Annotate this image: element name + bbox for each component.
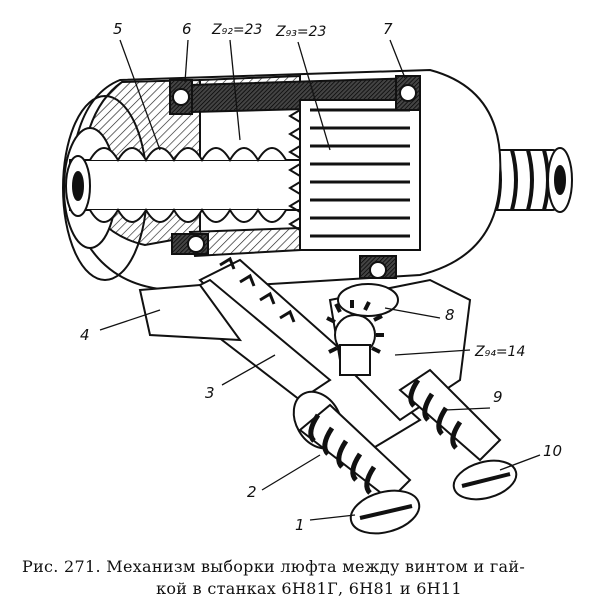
screw-head-10 xyxy=(452,459,518,501)
bearing-6 xyxy=(169,79,193,115)
leader-lines xyxy=(99,39,541,521)
label-4: 4 xyxy=(80,326,90,344)
bearing-lower-left xyxy=(171,233,209,255)
label-z94: Z₉₄=14 xyxy=(474,344,525,360)
label-5: 5 xyxy=(113,20,123,38)
label-z93: Z₉₃=23 xyxy=(275,24,326,40)
screw-right-end xyxy=(487,147,573,213)
label-9: 9 xyxy=(493,388,503,406)
screw-head-1 xyxy=(349,489,421,535)
bearing-lower-right xyxy=(359,255,397,279)
gear-z94 xyxy=(326,300,384,376)
label-10: 10 xyxy=(543,442,562,460)
label-z92: Z₉₂=23 xyxy=(211,22,262,38)
screw-2 xyxy=(298,403,412,502)
screw-thread xyxy=(65,147,311,223)
gear-z93 xyxy=(288,99,421,251)
label-6: 6 xyxy=(182,20,192,38)
caption-line-1: Рис. 271. Механизм выборки люфта между в… xyxy=(22,557,526,576)
caption-line-2: кой в станках 6Н81Г, 6Н81 и 6Н11 xyxy=(156,579,462,598)
label-1: 1 xyxy=(295,516,305,534)
mechanism-drawing: 5 6 Z₉₂=23 Z₉₃=23 7 4 8 Z₉₄=14 3 9 2 10 … xyxy=(62,20,573,535)
label-7: 7 xyxy=(383,20,393,38)
bracket-4 xyxy=(138,283,243,342)
figure-caption: Рис. 271. Механизм выборки люфта между в… xyxy=(22,556,582,600)
screw-9 xyxy=(398,368,502,462)
label-2: 2 xyxy=(247,483,257,501)
label-8: 8 xyxy=(445,306,455,324)
bearing-7 xyxy=(395,75,421,111)
label-3: 3 xyxy=(205,384,215,402)
